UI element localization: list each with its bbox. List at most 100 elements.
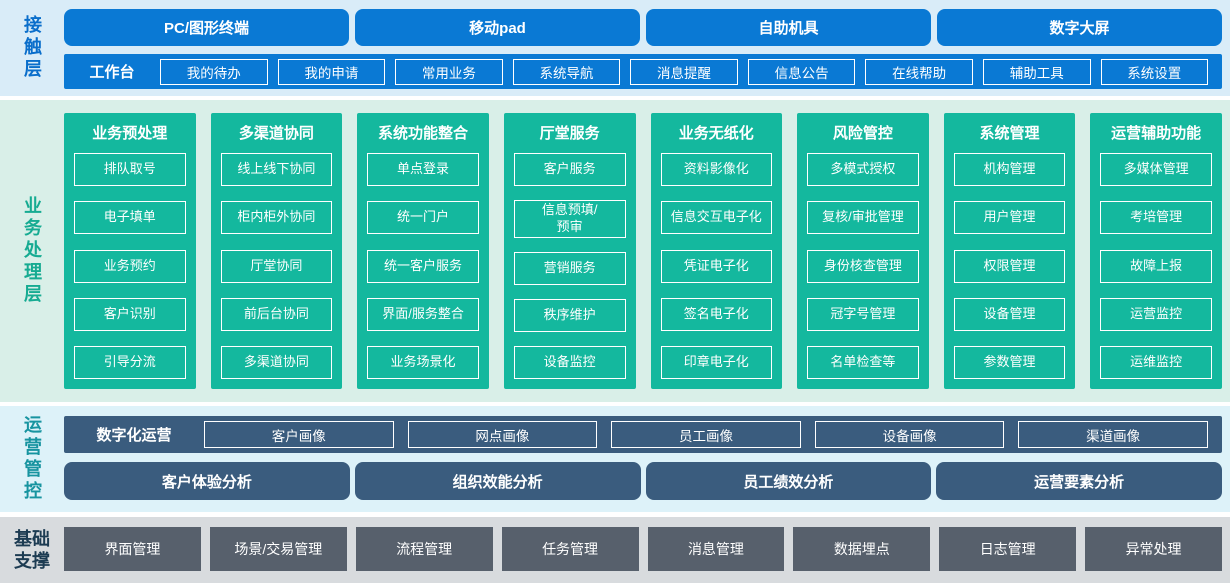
layer-divider [0, 512, 1230, 517]
foundation-item: 日志管理 [939, 527, 1077, 571]
business-item: 营销服务 [513, 251, 626, 285]
business-item: 签名电子化 [660, 297, 773, 331]
business-column-title: 多渠道协同 [238, 125, 314, 142]
analysis-box: 员工绩效分析 [645, 462, 932, 500]
business-item: 柜内柜外协同 [220, 201, 333, 235]
business-column-integration: 系统功能整合 单点登录统一门户统一客户服务界面/服务整合业务场景化 [357, 113, 489, 389]
business-item: 统一客户服务 [367, 249, 479, 283]
business-layer-content: 业务预处理 排队取号电子填单业务预约客户识别引导分流 多渠道协同 线上线下协同柜… [64, 100, 1230, 402]
foundation-item: 异常处理 [1085, 527, 1222, 571]
workbench-item: 常用业务 [395, 58, 503, 85]
business-column-items: 线上线下协同柜内柜外协同厅堂协同前后台协同多渠道协同 [220, 149, 333, 379]
business-item: 身份核查管理 [807, 249, 919, 283]
business-column-title: 系统管理 [979, 125, 1040, 142]
business-item: 客户识别 [74, 297, 186, 331]
workbench-item: 我的申请 [277, 58, 386, 85]
business-item: 界面/服务整合 [367, 297, 479, 331]
operations-layer-content: 数字化运营 客户画像网点画像员工画像设备画像渠道画像 客户体验分析组织效能分析员… [64, 406, 1230, 512]
portrait-item: 网点画像 [407, 421, 598, 448]
channel-box: PC/图形终端 [64, 9, 349, 46]
business-column-ops-aux: 运营辅助功能 多媒体管理考培管理故障上报运营监控运维监控 [1090, 113, 1222, 389]
operations-layer-label-area: 运营管控 [0, 406, 64, 512]
foundation-item: 流程管理 [355, 527, 493, 571]
business-item: 资料影像化 [660, 153, 773, 186]
business-column-title: 运营辅助功能 [1111, 125, 1202, 142]
analysis-box: 组织效能分析 [354, 462, 641, 500]
channel-box: 移动pad [355, 9, 640, 46]
business-item: 用户管理 [953, 201, 1066, 235]
foundation-item: 消息管理 [647, 527, 785, 571]
business-item: 排队取号 [74, 153, 186, 186]
business-column-hall-service: 厅堂服务 客户服务信息预填/ 预审营销服务秩序维护设备监控 [503, 113, 636, 389]
portrait-item: 员工画像 [611, 421, 801, 448]
business-item: 机构管理 [953, 153, 1066, 186]
business-layer-label-area: 业务处理层 [0, 100, 64, 402]
channel-box: 自助机具 [646, 9, 931, 46]
business-column-risk: 风险管控 多模式授权复核/审批管理身份核查管理冠字号管理名单检查等 [797, 113, 929, 389]
workbench-bar: 工作台 我的待办我的申请常用业务系统导航消息提醒信息公告在线帮助辅助工具系统设置 [64, 54, 1222, 89]
business-item: 运维监控 [1100, 346, 1212, 379]
business-column-title: 业务无纸化 [678, 125, 754, 142]
business-layer: 业务处理层 业务预处理 排队取号电子填单业务预约客户识别引导分流 多渠道协同 线… [0, 100, 1230, 402]
business-item: 参数管理 [953, 346, 1066, 379]
portrait-item: 设备画像 [814, 421, 1005, 448]
business-column-items: 客户服务信息预填/ 预审营销服务秩序维护设备监控 [513, 149, 626, 379]
workbench-items: 我的待办我的申请常用业务系统导航消息提醒信息公告在线帮助辅助工具系统设置 [160, 58, 1222, 85]
business-item: 多渠道协同 [220, 346, 333, 379]
business-column-paperless: 业务无纸化 资料影像化信息交互电子化凭证电子化签名电子化印章电子化 [650, 113, 783, 389]
foundation-item: 界面管理 [64, 527, 201, 571]
business-column-items: 多媒体管理考培管理故障上报运营监控运维监控 [1100, 149, 1212, 379]
digital-ops-label: 数字化运营 [96, 427, 172, 444]
business-item: 多媒体管理 [1100, 153, 1212, 186]
business-item: 业务场景化 [367, 346, 479, 379]
business-column-preprocess: 业务预处理 排队取号电子填单业务预约客户识别引导分流 [64, 113, 196, 389]
operations-layer: 运营管控 数字化运营 客户画像网点画像员工画像设备画像渠道画像 客户体验分析组织… [0, 406, 1230, 512]
business-column-system-mgmt: 系统管理 机构管理用户管理权限管理设备管理参数管理 [943, 113, 1076, 389]
analysis-box: 运营要素分析 [936, 462, 1222, 500]
business-column-title: 系统功能整合 [378, 125, 469, 142]
portrait-item: 客户画像 [204, 421, 394, 448]
foundation-layer-label: 基础支撑 [14, 528, 50, 572]
business-column-items: 多模式授权复核/审批管理身份核查管理冠字号管理名单检查等 [807, 149, 919, 379]
operations-layer-label: 运营管控 [22, 415, 42, 503]
business-item: 电子填单 [74, 201, 186, 235]
business-item: 客户服务 [513, 153, 626, 186]
workbench-item: 在线帮助 [865, 58, 973, 85]
layer-divider [0, 96, 1230, 100]
business-column-items: 机构管理用户管理权限管理设备管理参数管理 [953, 149, 1066, 379]
business-item: 故障上报 [1100, 249, 1212, 283]
business-item: 复核/审批管理 [807, 201, 919, 235]
business-layer-label: 业务处理层 [22, 196, 42, 306]
foundation-items: 界面管理场景/交易管理流程管理任务管理消息管理数据埋点日志管理异常处理 [64, 527, 1222, 571]
workbench-item: 信息公告 [747, 58, 856, 85]
business-item: 权限管理 [953, 249, 1066, 283]
business-item: 信息预填/ 预审 [513, 200, 626, 238]
business-item: 名单检查等 [807, 346, 919, 379]
analysis-box: 客户体验分析 [64, 462, 350, 500]
digital-ops-bar: 数字化运营 客户画像网点画像员工画像设备画像渠道画像 [64, 416, 1222, 453]
workbench-item: 我的待办 [160, 58, 268, 85]
business-item: 信息交互电子化 [660, 201, 773, 235]
business-item: 单点登录 [367, 153, 479, 186]
portrait-item: 渠道画像 [1018, 421, 1208, 448]
business-column-title: 厅堂服务 [539, 125, 600, 142]
foundation-item: 场景/交易管理 [209, 527, 347, 571]
foundation-item: 数据埋点 [793, 527, 931, 571]
business-item: 多模式授权 [807, 153, 919, 186]
business-item: 设备管理 [953, 297, 1066, 331]
business-item: 线上线下协同 [220, 153, 333, 186]
business-column-items: 排队取号电子填单业务预约客户识别引导分流 [74, 149, 186, 379]
workbench-item: 辅助工具 [982, 58, 1091, 85]
business-column-title: 风险管控 [832, 125, 893, 142]
business-item: 冠字号管理 [807, 297, 919, 331]
business-item: 引导分流 [74, 346, 186, 379]
business-column-title: 业务预处理 [92, 125, 168, 142]
portrait-items: 客户画像网点画像员工画像设备画像渠道画像 [204, 421, 1222, 448]
business-item: 统一门户 [367, 201, 479, 235]
workbench-label: 工作台 [89, 64, 135, 81]
business-item: 凭证电子化 [660, 249, 773, 283]
business-item: 业务预约 [74, 249, 186, 283]
